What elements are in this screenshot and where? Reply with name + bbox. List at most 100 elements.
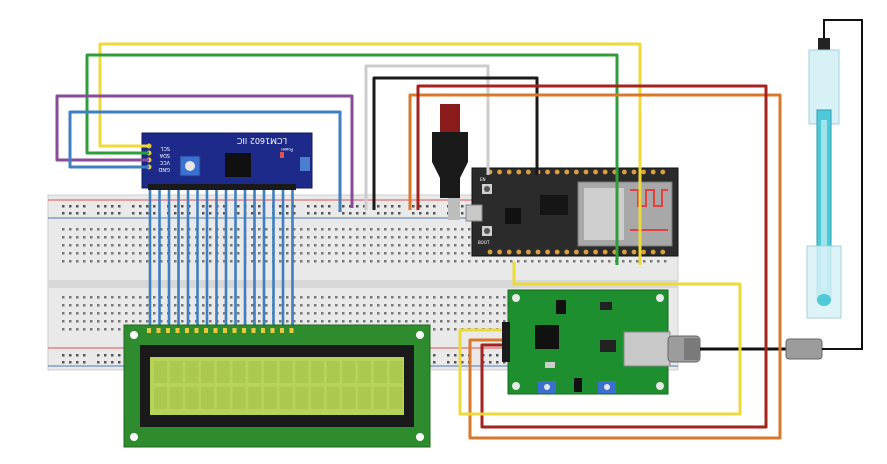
breadboard-hole (146, 236, 149, 239)
breadboard-hole (650, 260, 653, 263)
breadboard-hole (202, 228, 205, 231)
wire-blue-gnd (68, 110, 342, 212)
breadboard-hole (223, 212, 226, 215)
breadboard-hole (314, 296, 317, 299)
breadboard-hole (153, 260, 156, 263)
breadboard-hole (384, 296, 387, 299)
esp32-pin (631, 249, 637, 255)
esp32-pin (535, 249, 541, 255)
esp32-pin (564, 169, 570, 175)
breadboard-hole (356, 228, 359, 231)
breadboard-hole (153, 228, 156, 231)
breadboard-hole (118, 304, 121, 307)
breadboard-hole (62, 361, 65, 364)
breadboard-hole (174, 260, 177, 263)
i2c-pin-label-sda: SDA (159, 152, 170, 158)
breadboard-hole (307, 236, 310, 239)
breadboard-hole (146, 244, 149, 247)
breadboard-hole (279, 205, 282, 208)
breadboard-hole (433, 228, 436, 231)
lcd-character-cell (342, 387, 356, 409)
lcd-character-cell (263, 387, 277, 409)
breadboard-hole (76, 361, 79, 364)
breadboard-hole (440, 236, 443, 239)
breadboard-hole (349, 296, 352, 299)
breadboard-hole (363, 320, 366, 323)
breadboard-hole (237, 260, 240, 263)
breadboard-hole (405, 252, 408, 255)
breadboard-hole (132, 304, 135, 307)
breadboard-hole (251, 320, 254, 323)
breadboard-hole (118, 296, 121, 299)
breadboard-hole (237, 304, 240, 307)
breadboard-hole (356, 205, 359, 208)
breadboard-hole (62, 312, 65, 315)
breadboard-hole (237, 205, 240, 208)
breadboard-hole (433, 212, 436, 215)
breadboard-hole (454, 328, 457, 331)
breadboard-hole (433, 320, 436, 323)
breadboard-hole (76, 260, 79, 263)
breadboard-hole (300, 244, 303, 247)
breadboard-hole (202, 236, 205, 239)
ph-probe (700, 19, 863, 360)
breadboard-hole (489, 296, 492, 299)
breadboard-hole (328, 320, 331, 323)
breadboard-hole (174, 304, 177, 307)
breadboard-hole (279, 296, 282, 299)
breadboard-hole (468, 312, 471, 315)
breadboard-hole (181, 244, 184, 247)
lcd-character-cell (389, 387, 403, 409)
breadboard-hole (461, 252, 464, 255)
breadboard-hole (454, 312, 457, 315)
lcd-character-cell (295, 361, 309, 383)
breadboard-hole (118, 361, 121, 364)
breadboard-hole (335, 304, 338, 307)
lcd-character-cell (248, 387, 262, 409)
breadboard-hole (97, 361, 100, 364)
breadboard-hole (174, 236, 177, 239)
breadboard-hole (307, 212, 310, 215)
breadboard-hole (230, 260, 233, 263)
breadboard-hole (293, 312, 296, 315)
breadboard-hole (300, 228, 303, 231)
breadboard-hole (286, 205, 289, 208)
breadboard-hole (181, 205, 184, 208)
breadboard-hole (111, 361, 114, 364)
breadboard-hole (90, 260, 93, 263)
breadboard-hole (363, 260, 366, 263)
lcd-header-pin (204, 328, 208, 333)
pcb-antenna (630, 189, 668, 231)
breadboard-hole (132, 296, 135, 299)
breadboard-hole (356, 296, 359, 299)
breadboard-hole (174, 205, 177, 208)
i2c-pin-label-gnd: GND (158, 166, 170, 172)
breadboard-hole (83, 212, 86, 215)
breadboard-hole (209, 320, 212, 323)
breadboard-hole (230, 320, 233, 323)
lcd-header-pin (270, 328, 275, 333)
breadboard-hole (461, 320, 464, 323)
breadboard-hole (160, 312, 163, 315)
breadboard-hole (426, 320, 429, 323)
breadboard-hole (321, 252, 324, 255)
breadboard-hole (181, 320, 184, 323)
breadboard-hole (307, 260, 310, 263)
breadboard-hole (97, 354, 100, 357)
breadboard-hole (104, 296, 107, 299)
breadboard-hole (153, 212, 156, 215)
breadboard-hole (461, 236, 464, 239)
breadboard-hole (237, 212, 240, 215)
breadboard-hole (426, 212, 429, 215)
breadboard-hole (258, 296, 261, 299)
breadboard-hole (377, 212, 380, 215)
breadboard-hole (454, 354, 457, 357)
breadboard-hole (335, 244, 338, 247)
breadboard-hole (111, 312, 114, 315)
breadboard-hole (314, 212, 317, 215)
breadboard-hole (69, 320, 72, 323)
breadboard-hole (468, 244, 471, 247)
breadboard-hole (132, 212, 135, 215)
breadboard-hole (153, 244, 156, 247)
